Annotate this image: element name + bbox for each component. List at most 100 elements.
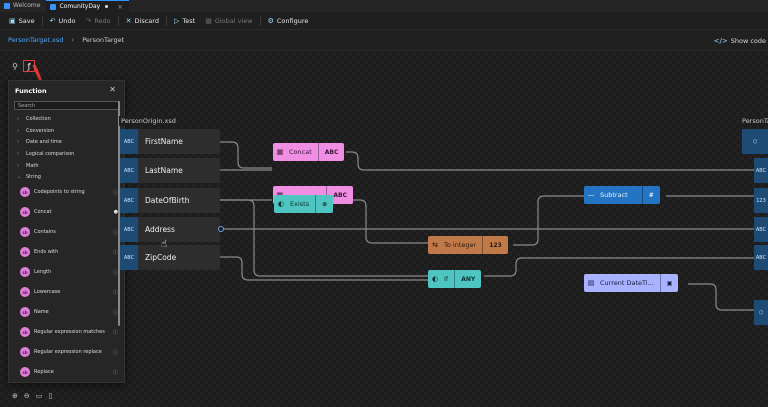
global-view-button[interactable]: ▦Global view [205,16,253,25]
redo-button[interactable]: ↷Redo [85,16,111,25]
breadcrumb-file-link[interactable]: PersonTarget.xsd [8,36,64,44]
zoom-out-icon[interactable]: ⊖ [23,392,30,400]
discard-button[interactable]: ✕Discard [125,16,159,25]
current-datetime-node[interactable]: ▤ Current DateTi... ▣ [584,274,679,292]
subtract-node[interactable]: — Subtract # [584,186,660,204]
string-type-badge: ABC [120,188,138,213]
exists-node[interactable]: ◐ Exists ⊗ [274,195,334,213]
info-icon[interactable]: ⓘ [112,249,118,256]
target-root-node[interactable]: ⬡ [742,129,768,154]
search-input[interactable] [14,101,119,110]
breadcrumb: PersonTarget.xsd › PersonTarget </> Show… [0,30,768,51]
info-icon[interactable]: ⓘ [112,329,118,336]
target-node[interactable]: ⬡ [754,300,768,325]
category-date-and-time[interactable]: ›Date and time [17,139,62,145]
string-type-badge: ABC [120,129,138,154]
category-math[interactable]: ›Math [17,163,39,169]
close-icon[interactable]: ✕ [109,85,116,94]
save-button[interactable]: ▣Save [9,16,35,25]
string-function-icon: sb [20,327,30,337]
target-schema-title: PersonTa [740,116,768,126]
exists-output-icon: ⊗ [315,195,333,213]
target-field[interactable]: ABC [754,245,768,270]
string-type-badge: ABC [120,217,138,242]
string-function-icon: ▦ [276,148,284,156]
minimap-icon[interactable]: ▯ [48,392,53,400]
node-icon: ⬡ [742,129,768,154]
string-function-icon: sb [20,207,30,217]
info-icon[interactable]: ⓘ [112,349,118,356]
info-icon[interactable]: ⓘ [112,269,118,276]
string-function-icon: sb [20,227,30,237]
concat-node[interactable]: ▦ Concat ABC [273,143,345,161]
connection-port[interactable] [218,226,224,232]
save-icon: ▣ [9,16,16,25]
info-icon[interactable]: ⓘ [112,309,118,316]
category-conversion[interactable]: ›Conversion [17,128,55,134]
tab-comunityday[interactable]: ComunityDay × [46,0,130,12]
info-icon[interactable]: ⓘ [112,189,118,196]
toolbar-divider [259,15,261,26]
tab-welcome[interactable]: Welcome [0,0,46,12]
source-schema-title: PersonOrigin.xsd [119,116,178,126]
gear-icon: ⚙ [267,16,274,25]
info-icon[interactable]: ● [113,209,118,215]
category-string[interactable]: ⌄String [17,174,41,180]
node-icon: ⬡ [754,300,768,325]
vscode-icon [4,3,10,9]
undo-button[interactable]: ↶Undo [49,16,76,25]
logical-function-icon: ◐ [431,275,439,283]
info-icon[interactable]: ⓘ [112,369,118,376]
zoom-in-icon[interactable]: ⊕ [12,392,18,400]
chevron-down-icon: ⌄ [17,174,22,180]
if-node[interactable]: ◐ If ANY [428,270,482,288]
string-type-badge: ABC [120,245,138,270]
string-function-icon: sb [20,187,30,197]
category-logical-comparison[interactable]: ›Logical comparison [17,151,75,157]
configure-button[interactable]: ⚙Configure [267,16,309,25]
test-button[interactable]: ▷Test [173,16,196,25]
to-integer-node[interactable]: ⇆ To integer 123 [428,236,508,254]
chevron-right-icon: › [17,163,19,169]
fit-view-icon[interactable]: ▭ [35,392,43,400]
show-code-button[interactable]: </> Show code [713,36,766,45]
vscode-icon [50,3,57,10]
unsaved-dot-icon [105,5,109,8]
function-panel: Function ✕ ›Collection ›Conversion ›Date… [8,80,125,383]
target-field[interactable]: 123 [754,188,768,213]
datetime-output-icon: ▣ [659,274,679,292]
redo-icon: ↷ [85,16,92,25]
logical-function-icon: ◐ [277,200,285,208]
schema-tree-icon[interactable]: ⚲ [12,61,18,71]
info-icon[interactable]: ⓘ [112,289,118,296]
discard-icon: ✕ [125,16,132,25]
string-function-icon: sb [20,307,30,317]
toolbar: ▣Save ↶Undo ↷Redo ✕Discard ▷Test ▦Global… [0,12,768,30]
category-collection[interactable]: ›Collection [17,116,51,122]
target-field[interactable]: ABC [754,217,768,242]
breadcrumb-current: PersonTarget [82,36,125,44]
info-icon[interactable]: ⓘ [112,229,118,236]
target-field[interactable]: ABC [754,158,768,183]
toolbar-divider [117,15,119,26]
panel-scrollbar[interactable] [118,101,120,326]
toolbar-divider [165,15,167,26]
close-icon[interactable]: × [117,2,124,11]
string-function-icon: sb [20,367,30,377]
code-icon: </> [713,36,728,45]
